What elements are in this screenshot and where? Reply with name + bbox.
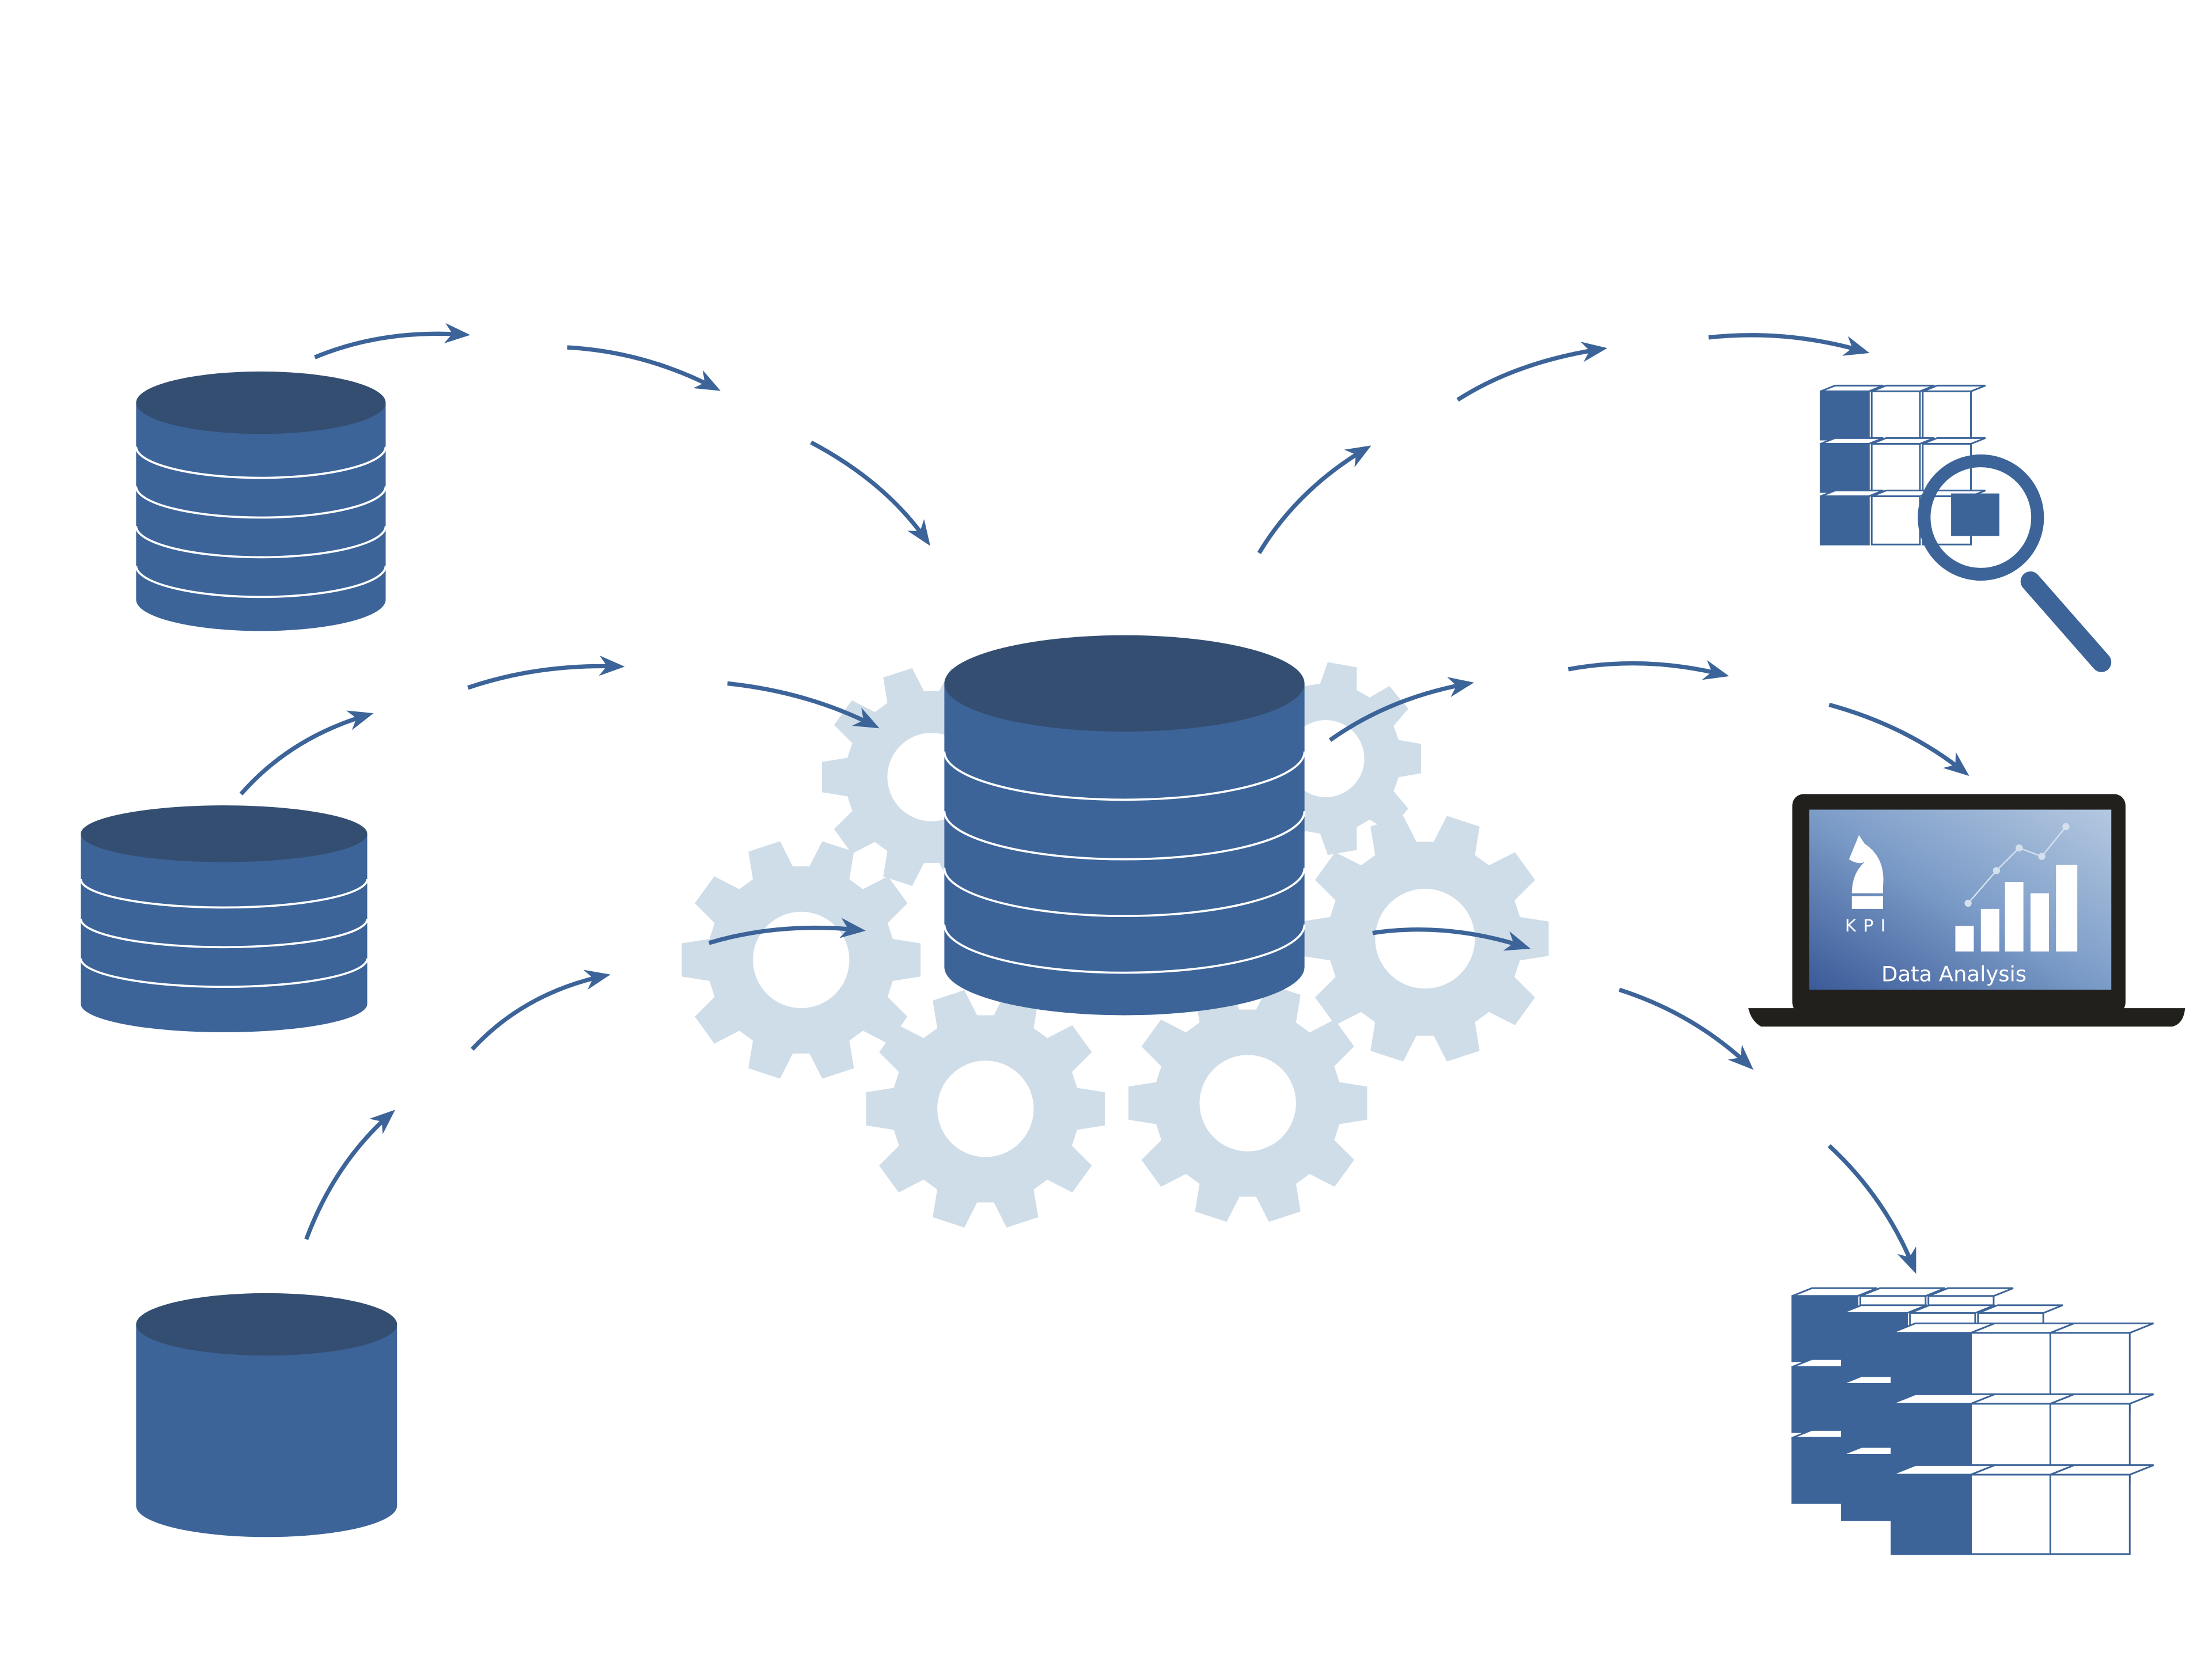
laptop-icon: KPI Data Analysis [1748,794,2186,1027]
arrow [708,918,866,945]
arrow [1618,987,1753,1070]
arrow [1827,1144,1916,1274]
gear-icon [681,841,921,1079]
flow-arrows [239,323,1969,1274]
gear-icon [1301,816,1549,1062]
arrow [239,710,374,796]
arrow [1828,702,1969,777]
data-cube-icon [1791,1287,2154,1555]
arrow [1328,677,1474,742]
source-database-icon [136,1293,397,1537]
magnifier-icon [1918,454,2112,672]
source-database-icon [135,371,387,631]
kpi-label: KPI [1845,916,1893,935]
arrow [467,655,625,690]
arrow [1257,445,1372,554]
arrow [1372,927,1531,951]
source-database-icon [79,805,369,1032]
databases [79,371,1306,1537]
gear-icon [1128,984,1368,1222]
arrow [567,345,721,391]
gear-icon [866,990,1105,1228]
arrow [1567,660,1729,680]
arrow [810,440,930,546]
central-database-icon [943,635,1306,1016]
bar-chart-icon [1955,865,2078,952]
data-analysis-caption: Data Analysis [1881,961,2027,986]
arrow [470,969,611,1051]
data-cube-search-icon [1820,384,1999,546]
arrow [304,1109,396,1240]
arrow [1708,333,1870,356]
arrow [727,681,880,729]
arrow [314,323,471,359]
arrow [1456,342,1608,402]
chess-knight-icon [1849,835,1884,909]
